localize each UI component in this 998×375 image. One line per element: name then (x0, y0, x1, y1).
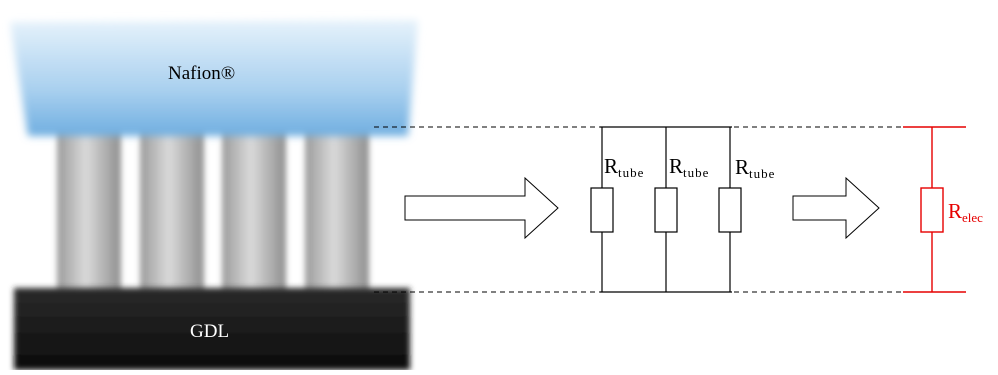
nanotube-2 (140, 112, 204, 294)
resistor-subscript: tube (618, 165, 645, 180)
nanotube-4 (305, 112, 369, 294)
tube-resistor-1 (590, 127, 614, 292)
tube-resistor-3 (718, 127, 742, 292)
parallel-resistor-network (590, 126, 742, 293)
tube-resistor-2 (654, 127, 678, 292)
gdl-block (14, 288, 410, 370)
r-tube-label-1: Rtube (604, 154, 645, 180)
resistor-symbol: R (669, 154, 684, 178)
resistor-symbol: R (735, 155, 750, 179)
resistor-symbol: R (948, 199, 963, 223)
resistor-subscript: tube (683, 165, 710, 180)
r-tube-label-2: Rtube (669, 154, 710, 180)
right-arrow-icon-2 (792, 176, 880, 240)
nanotubes (57, 112, 369, 294)
nafion-layer (10, 20, 418, 136)
resistor-subscript: tube (749, 166, 776, 181)
nanotube-1 (57, 112, 121, 294)
r-elec-label: Relec (948, 199, 983, 225)
resistor-subscript: elec (962, 210, 983, 225)
right-arrow-icon (404, 176, 559, 240)
r-tube-label-3: Rtube (735, 155, 776, 181)
resistor-symbol: R (604, 154, 619, 178)
gdl-label: GDL (190, 321, 230, 342)
equivalent-resistor (903, 126, 966, 293)
nanotube-3 (222, 112, 286, 294)
nafion-label: Nafion® (168, 63, 236, 84)
